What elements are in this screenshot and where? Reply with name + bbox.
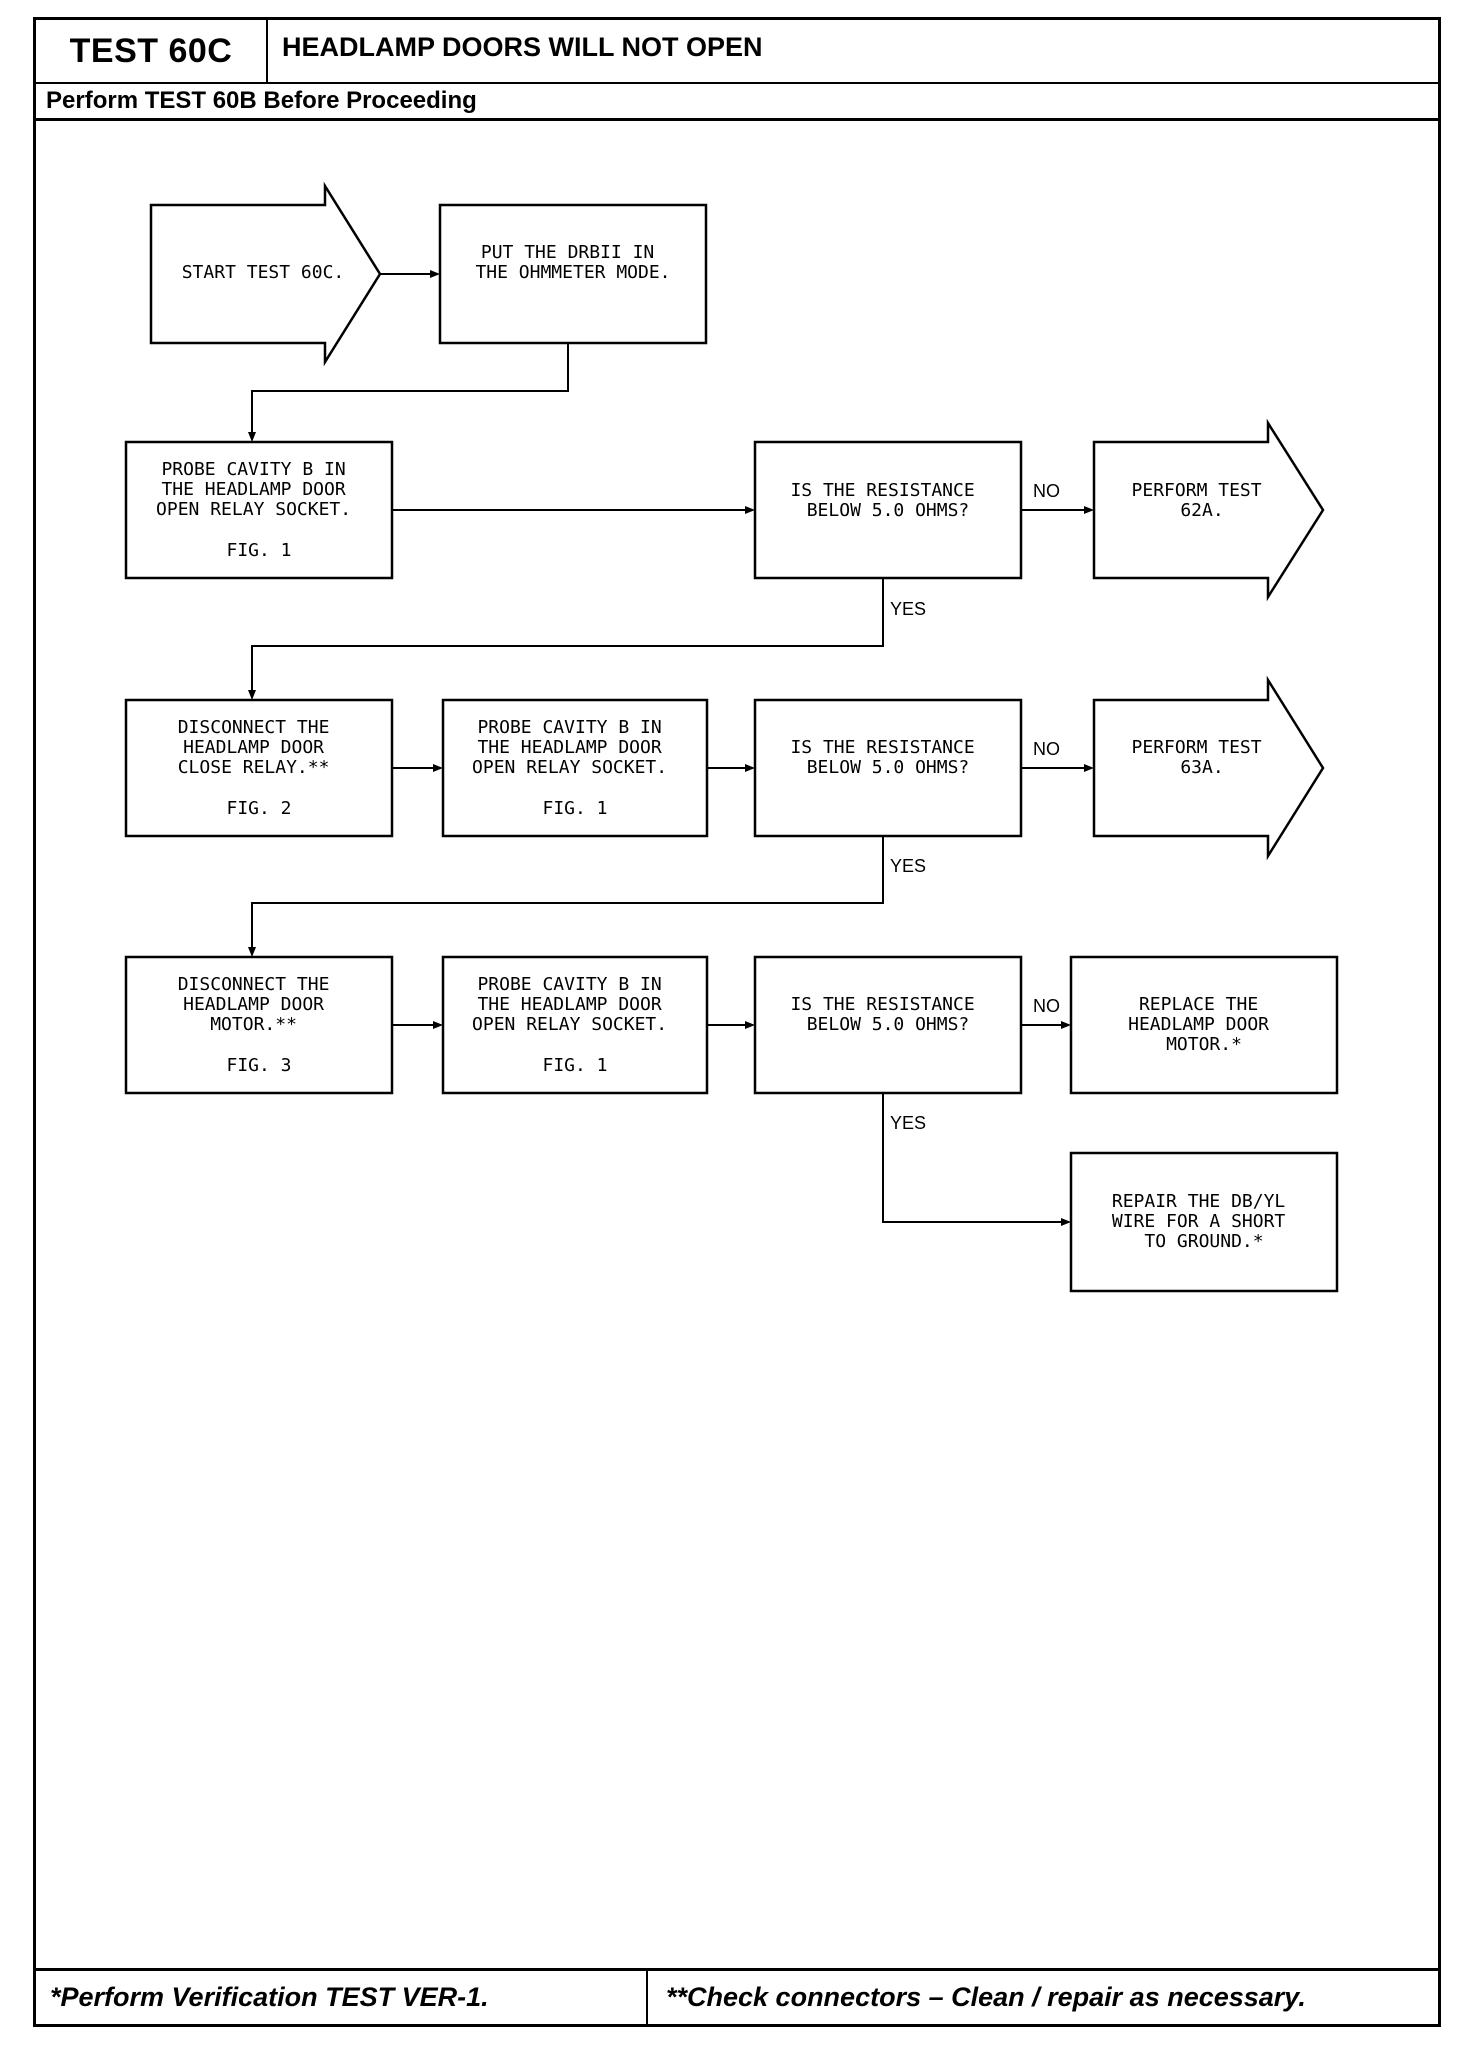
arrowhead: [248, 690, 256, 700]
no-label-2: NO: [1033, 739, 1060, 759]
connector-question2-yes: [251, 836, 884, 949]
arrowhead: [430, 270, 440, 278]
test-title: HEADLAMP DOORS WILL NOT OPEN: [282, 32, 763, 62]
question-box-1: [753, 440, 1023, 580]
prerequisite-note: Perform TEST 60B Before Proceeding: [46, 87, 477, 114]
start-label: START TEST 60C.: [182, 262, 345, 283]
arrowhead: [433, 1021, 443, 1029]
connector-question3-yes: [882, 1093, 1063, 1223]
arrowhead: [248, 432, 256, 442]
footnote-verification: *Perform Verification TEST VER-1.: [36, 1971, 648, 2024]
test-id: TEST 60C: [36, 20, 268, 82]
question-box-3: [753, 955, 1023, 1095]
disconnect-close-relay-label: DISCONNECT THE HEADLAMP DOOR CLOSE RELAY…: [178, 717, 341, 819]
question-label-1: IS THE RESISTANCE BELOW 5.0 OHMS?: [790, 480, 985, 521]
replace-motor-box: [1069, 955, 1339, 1095]
probe-label-2: PROBE CAVITY B IN THE HEADLAMP DOOR OPEN…: [472, 717, 678, 819]
arrowhead: [248, 947, 256, 957]
question-box-2: [753, 698, 1023, 838]
arrowhead: [1061, 1021, 1071, 1029]
connectors: [248, 270, 1094, 1226]
arrowhead: [433, 764, 443, 772]
disconnect-motor-box: [124, 955, 394, 1095]
probe-box-2: [441, 698, 709, 838]
question-label-2: IS THE RESISTANCE BELOW 5.0 OHMS?: [790, 737, 985, 778]
connector-question1-yes: [251, 578, 884, 692]
arrowhead: [1061, 1218, 1071, 1226]
footer: *Perform Verification TEST VER-1. **Chec…: [36, 1968, 1438, 2024]
replace-motor-label: REPLACE THE HEADLAMP DOOR MOTOR.*: [1128, 994, 1280, 1055]
yes-label-3: YES: [890, 1113, 926, 1133]
probe-label-3: PROBE CAVITY B IN THE HEADLAMP DOOR OPEN…: [472, 974, 678, 1076]
probe-label-1: PROBE CAVITY B IN THE HEADLAMP DOOR OPEN…: [156, 459, 362, 561]
start-arrow: [149, 181, 382, 367]
arrowhead: [1084, 764, 1094, 772]
perform-62a-arrow: [1092, 418, 1325, 602]
prerequisite-row: Perform TEST 60B Before Proceeding: [36, 84, 1438, 121]
arrowhead: [745, 506, 755, 514]
put-drb-label: PUT THE DRBII IN THE OHMMETER MODE.: [475, 242, 670, 283]
arrowhead: [745, 764, 755, 772]
repair-wire-box: [1069, 1151, 1339, 1293]
disconnect-close-relay-box: [124, 698, 394, 838]
arrowhead: [1084, 506, 1094, 514]
perform-63a-arrow: [1092, 675, 1325, 861]
yes-label-2: YES: [890, 856, 926, 876]
probe-box-1: [124, 440, 394, 580]
connector-drb-to-probe1: [251, 343, 569, 434]
repair-wire-label: REPAIR THE DB/YL WIRE FOR A SHORT TO GRO…: [1112, 1191, 1296, 1252]
header-row: TEST 60C HEADLAMP DOORS WILL NOT OPEN: [36, 20, 1438, 84]
no-label-1: NO: [1033, 481, 1060, 501]
question-label-3: IS THE RESISTANCE BELOW 5.0 OHMS?: [790, 994, 985, 1035]
footnote-connectors: **Check connectors – Clean / repair as n…: [666, 1982, 1306, 2012]
no-label-3: NO: [1033, 996, 1060, 1016]
arrowhead: [745, 1021, 755, 1029]
test-sheet: TEST 60C HEADLAMP DOORS WILL NOT OPEN Pe…: [33, 17, 1441, 2027]
perform-62a-label: PERFORM TEST 62A.: [1132, 480, 1273, 521]
perform-63a-label: PERFORM TEST 63A.: [1132, 737, 1273, 778]
disconnect-motor-label: DISCONNECT THE HEADLAMP DOOR MOTOR.** FI…: [178, 974, 341, 1076]
yes-label-1: YES: [890, 599, 926, 619]
put-drb-box: [438, 203, 708, 345]
probe-box-3: [441, 955, 709, 1095]
